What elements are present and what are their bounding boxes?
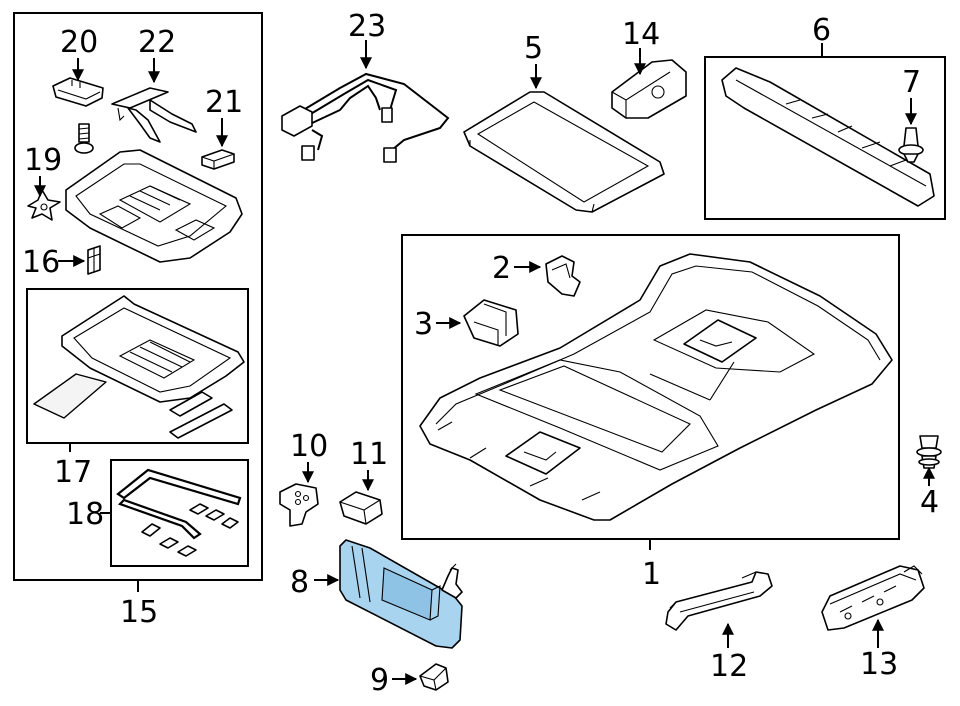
part-8-sun-visor[interactable]: [339, 539, 463, 649]
part-2-clip[interactable]: [545, 255, 581, 297]
callout-9: 9: [370, 663, 389, 698]
part-overhead-console-upper[interactable]: [65, 149, 243, 263]
callout-15: 15: [120, 595, 158, 630]
callout-8: 8: [290, 565, 309, 600]
part-17-console-housing[interactable]: [61, 295, 245, 403]
callout-6: 6: [812, 13, 831, 48]
part-7-push-pin[interactable]: [898, 127, 924, 163]
part-11-cover[interactable]: [339, 491, 383, 525]
part-16-retainer[interactable]: [87, 245, 101, 275]
part-3-bracket[interactable]: [463, 299, 519, 347]
part-6-roof-rail[interactable]: [721, 67, 935, 207]
part-17-lens-pad[interactable]: [33, 373, 107, 419]
part-17-button-strips[interactable]: [169, 391, 233, 439]
callout-10: 10: [290, 429, 328, 464]
callout-16: 16: [22, 245, 60, 280]
part-10-visor-bracket[interactable]: [279, 483, 319, 527]
callout-11: 11: [350, 437, 388, 472]
part-5-sunroof-seal[interactable]: [463, 91, 665, 213]
callout-20: 20: [60, 25, 98, 60]
callout-21: 21: [205, 85, 243, 120]
callout-17: 17: [54, 455, 92, 490]
callout-1: 1: [642, 557, 661, 592]
callout-19: 19: [24, 143, 62, 178]
part-22-bracket[interactable]: [111, 87, 197, 143]
part-18-small-pads[interactable]: [141, 503, 239, 557]
group-18-frame: [110, 459, 249, 567]
screw-icon: [74, 123, 94, 154]
callout-2: 2: [492, 251, 511, 286]
group-17-frame: [26, 288, 249, 444]
callout-4: 4: [920, 485, 939, 520]
callout-18: 18: [66, 497, 104, 532]
callout-5: 5: [524, 31, 543, 66]
part-21-clip[interactable]: [201, 149, 235, 170]
callout-7: 7: [902, 65, 921, 100]
part-12-grab-handle[interactable]: [665, 571, 773, 631]
callout-13: 13: [860, 647, 898, 682]
part-19-star-clip[interactable]: [27, 189, 61, 221]
group-6-frame: [704, 56, 946, 220]
part-9-visor-clip[interactable]: [419, 663, 449, 691]
callout-14: 14: [622, 17, 660, 52]
part-13-handle-bracket[interactable]: [821, 565, 925, 631]
callout-22: 22: [138, 25, 176, 60]
callout-23: 23: [348, 9, 386, 44]
part-1-headliner[interactable]: [419, 253, 893, 521]
part-23-wiring-harness[interactable]: [281, 72, 450, 163]
part-18-seal-frame[interactable]: [116, 468, 242, 540]
callout-3: 3: [414, 307, 433, 342]
part-14-dome-lamp[interactable]: [611, 59, 687, 119]
part-4-push-pin[interactable]: [916, 435, 942, 469]
callout-12: 12: [710, 649, 748, 684]
part-20-lamp-lens[interactable]: [52, 77, 104, 107]
